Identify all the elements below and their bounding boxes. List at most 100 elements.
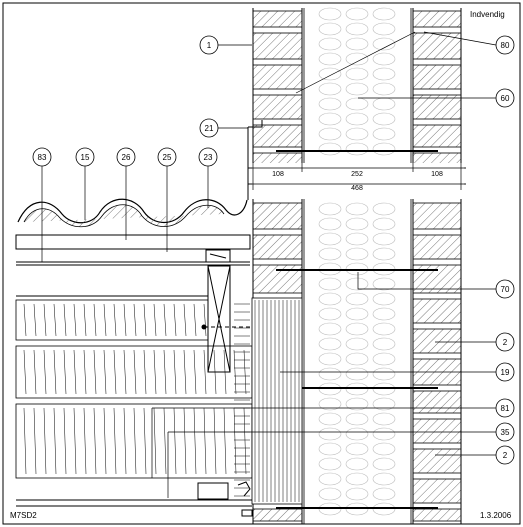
callout-number: 15 xyxy=(81,153,90,162)
side-label: Indvendig xyxy=(470,10,505,19)
insulation-cell xyxy=(372,427,396,441)
brick-course xyxy=(252,10,303,28)
insulation-cell xyxy=(372,52,396,66)
timber-lining xyxy=(234,297,303,505)
leader-lines xyxy=(41,31,497,498)
insulation-cell xyxy=(345,7,369,21)
brick-course xyxy=(412,64,462,90)
callout-number: 19 xyxy=(501,368,510,377)
insulation-cell xyxy=(318,82,342,96)
inner-brick-leaf xyxy=(412,8,462,524)
insulation-cell xyxy=(345,22,369,36)
insulation-cell xyxy=(318,427,342,441)
brick-course xyxy=(412,508,462,522)
callout-number: 2 xyxy=(503,451,508,460)
insulation-cell xyxy=(318,457,342,471)
insulation-cell xyxy=(345,112,369,126)
callout-circle xyxy=(495,332,515,352)
callout-number: 21 xyxy=(205,124,214,133)
roof-tile-section xyxy=(23,204,225,228)
wall-plate xyxy=(207,265,231,373)
insulation-cell xyxy=(372,82,396,96)
flashing xyxy=(16,120,263,517)
insulation-cell xyxy=(318,232,342,246)
brick-course xyxy=(412,124,462,148)
callout-circle xyxy=(495,398,515,418)
insulation-cell xyxy=(345,37,369,51)
insulation-cell xyxy=(372,442,396,456)
insulation-cell xyxy=(318,67,342,81)
insulation-cell xyxy=(345,127,369,141)
insulation-cell xyxy=(318,322,342,336)
insulation-cell xyxy=(345,472,369,486)
insulation-cell xyxy=(345,337,369,351)
insulation-cell xyxy=(318,22,342,36)
insulation-cell xyxy=(318,7,342,21)
callout-number: 60 xyxy=(501,94,510,103)
brick-course xyxy=(252,64,303,90)
insulation-cell xyxy=(372,397,396,411)
insulation-cell xyxy=(345,397,369,411)
insulation-cell xyxy=(345,232,369,246)
insulation-cell xyxy=(345,322,369,336)
insulation-cell xyxy=(345,367,369,381)
insulation-cell xyxy=(372,22,396,36)
brick-course xyxy=(412,10,462,28)
callout-circle xyxy=(198,147,218,167)
insulation-cell xyxy=(318,472,342,486)
insulation-cell xyxy=(318,397,342,411)
insulation-cell xyxy=(318,442,342,456)
drawing-code: M7SD2 xyxy=(10,511,37,520)
insulation-cell xyxy=(318,367,342,381)
callout-number: 35 xyxy=(501,428,510,437)
insulation-cell xyxy=(345,442,369,456)
insulation-cell xyxy=(318,292,342,306)
insulation-cell xyxy=(318,127,342,141)
brick-course xyxy=(412,94,462,120)
callout-circle xyxy=(495,362,515,382)
insulation-cell xyxy=(345,67,369,81)
insulation-cell xyxy=(372,292,396,306)
callout-circle xyxy=(157,147,177,167)
insulation-cell xyxy=(372,307,396,321)
callout-number: 2 xyxy=(503,338,508,347)
insulation-cell xyxy=(372,337,396,351)
dimension-lines-front xyxy=(248,163,466,190)
insulation-cell xyxy=(345,487,369,501)
insulation-cell xyxy=(345,307,369,321)
rafter-and-battens xyxy=(15,234,251,266)
insulation-cell xyxy=(318,217,342,231)
callout-number: 83 xyxy=(38,153,47,162)
insulation-cell xyxy=(318,277,342,291)
insulation-cell xyxy=(372,367,396,381)
insulation-cell xyxy=(318,247,342,261)
roof-tile-profile xyxy=(17,198,248,224)
callout-circle xyxy=(32,147,52,167)
brick-course xyxy=(412,32,462,60)
brick-course xyxy=(412,202,462,230)
insulation-cell xyxy=(345,247,369,261)
insulation-cell xyxy=(318,37,342,51)
callout-circle xyxy=(495,422,515,442)
brick-course xyxy=(412,234,462,260)
section-break xyxy=(252,163,464,199)
insulation-cell xyxy=(372,412,396,426)
insulation-cell xyxy=(345,202,369,216)
callout-circle xyxy=(199,35,219,55)
callout-circle xyxy=(116,147,136,167)
brick-course xyxy=(252,32,303,60)
insulation-cell xyxy=(372,277,396,291)
insulation-cell xyxy=(345,427,369,441)
dimension-outer-leaf-front: 108 xyxy=(272,171,284,178)
wall-ties xyxy=(276,150,438,509)
brick-course xyxy=(412,448,462,474)
insulation-cell xyxy=(372,112,396,126)
callout-circle xyxy=(75,147,95,167)
brick-course xyxy=(412,418,462,444)
brick-course xyxy=(252,234,303,260)
callout-number: 1 xyxy=(207,41,212,50)
drawing-date: 1.3.2006 xyxy=(480,511,512,520)
